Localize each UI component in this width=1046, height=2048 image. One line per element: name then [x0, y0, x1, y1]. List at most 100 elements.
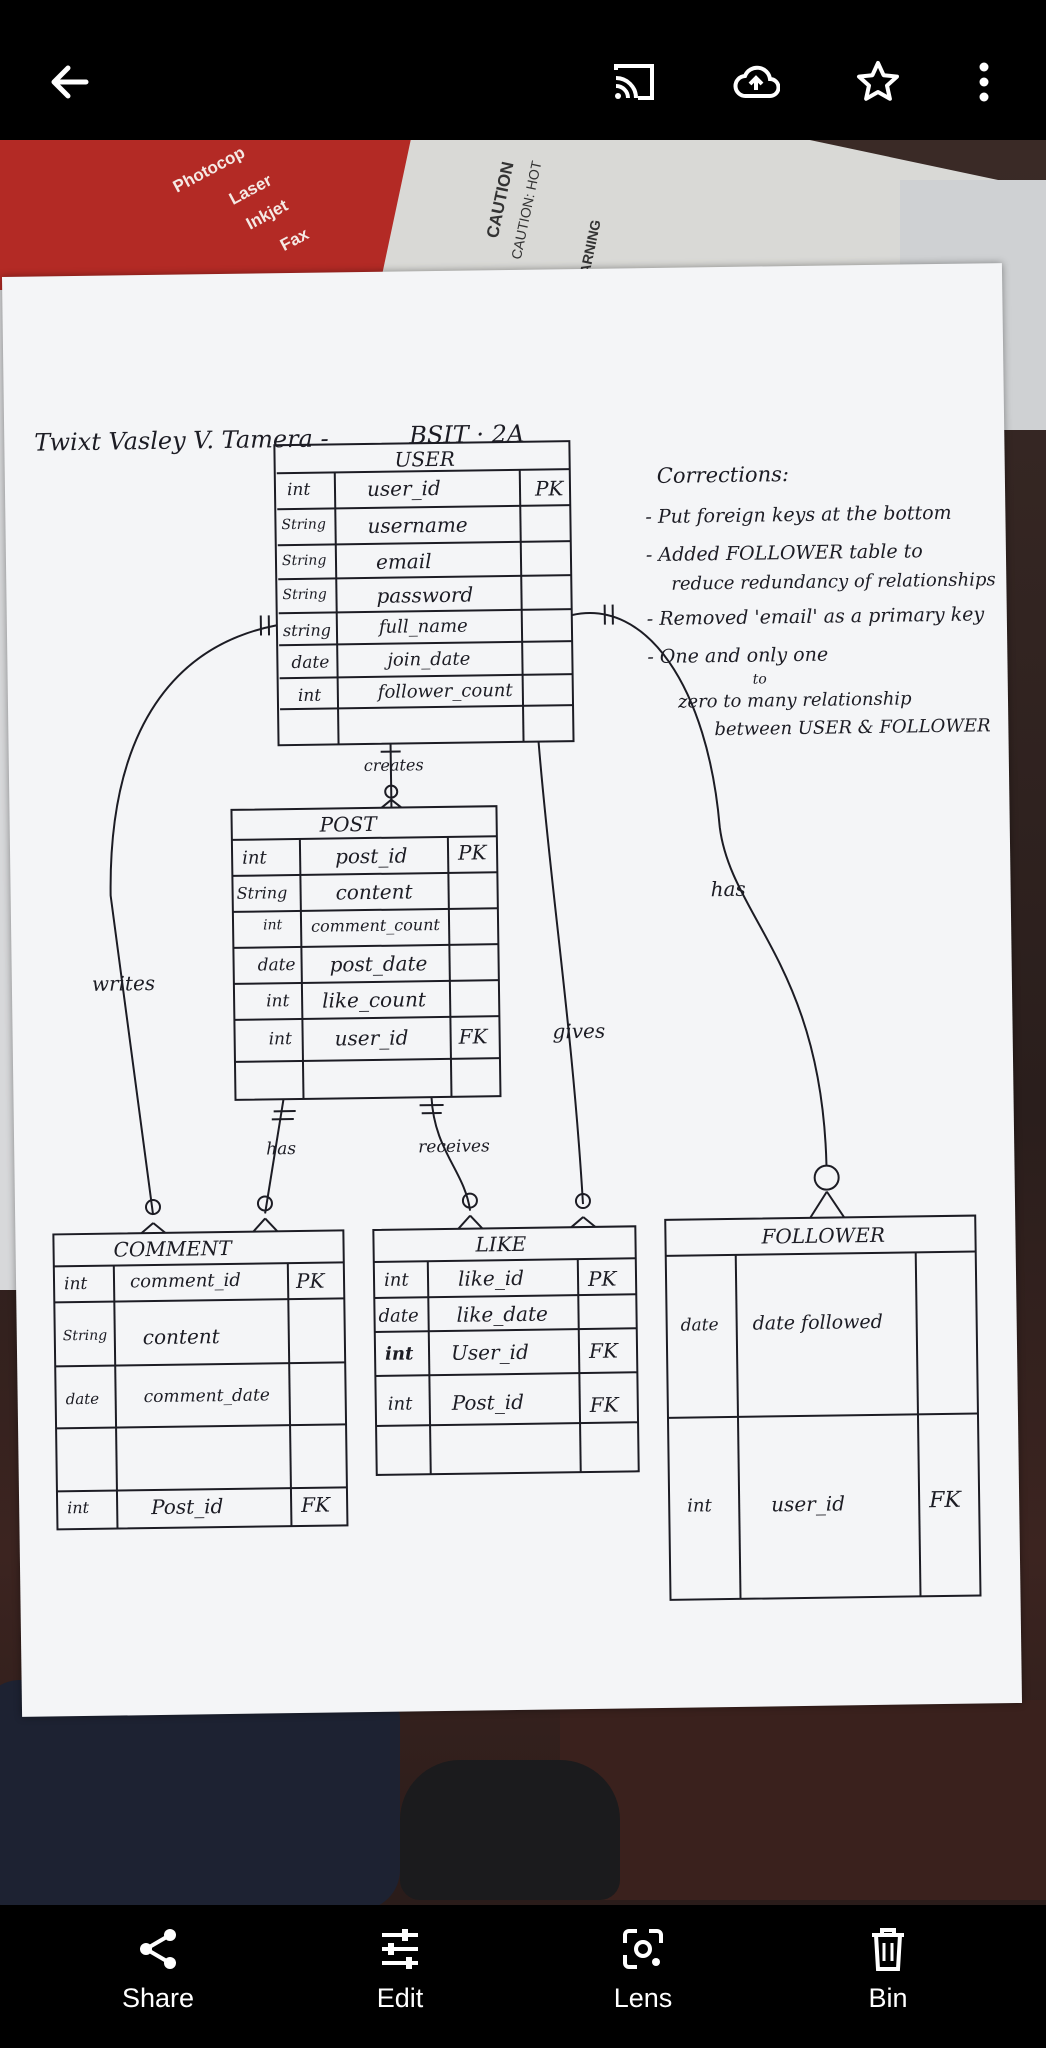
correction-line: - Removed 'email' as a primary key: [646, 603, 985, 631]
student-name: Twixt Vasley V. Tamera -: [34, 424, 329, 457]
field-name: follower_count: [377, 679, 513, 703]
entity-title-like: LIKE: [475, 1231, 527, 1257]
corrections-title: Corrections:: [656, 462, 790, 488]
field-name: content: [335, 879, 413, 905]
field-key: FK: [458, 1024, 488, 1049]
field-name: user_id: [771, 1491, 846, 1517]
cast-icon[interactable]: [604, 52, 664, 112]
field-name: email: [375, 549, 432, 574]
field-type: String: [282, 586, 327, 604]
field-type: int: [262, 917, 283, 934]
cloud-upload-icon[interactable]: [726, 52, 786, 112]
star-outline-icon[interactable]: [848, 52, 908, 112]
erd-paper: Twixt Vasley V. Tamera - BSIT · 2A Corre…: [1, 263, 1023, 1717]
field-type: int: [268, 1029, 293, 1050]
field-name: post_date: [329, 951, 428, 977]
field-type: date: [378, 1305, 419, 1327]
bottom-action-bar: Share Edit Lens Bin: [0, 1905, 1046, 2048]
relationship-label: has: [710, 876, 746, 902]
field-name: comment_count: [310, 915, 440, 936]
sliders-icon: [382, 1929, 418, 1969]
background-shoe: [400, 1760, 620, 1900]
field-type: int: [387, 1393, 413, 1415]
field-name: username: [367, 512, 468, 538]
floor: [560, 1700, 1046, 1900]
relationship-label: writes: [91, 970, 156, 996]
field-type: int: [297, 685, 322, 706]
field-key: FK: [928, 1487, 962, 1514]
field-type: int: [63, 1273, 88, 1295]
bin-button[interactable]: Bin: [808, 1925, 968, 2035]
edit-button[interactable]: Edit: [320, 1925, 480, 2035]
field-name: date followed: [752, 1310, 883, 1335]
field-type: int: [67, 1497, 90, 1518]
field-type: int: [265, 991, 290, 1012]
entity-title-post: POST: [319, 811, 377, 837]
relationship-label: creates: [363, 755, 424, 776]
field-name: like_id: [457, 1265, 525, 1291]
field-name: comment_date: [143, 1385, 271, 1408]
field-name: content: [142, 1324, 220, 1350]
field-type: String: [236, 883, 288, 903]
background-clothing: [0, 1680, 400, 1905]
correction-line: to: [752, 671, 767, 688]
field-type: int: [241, 847, 267, 869]
field-key: PK: [295, 1268, 325, 1294]
field-type: int: [384, 1343, 414, 1365]
field-type: date: [680, 1315, 719, 1336]
trash-icon: [872, 1928, 904, 1971]
field-type: String: [62, 1327, 108, 1345]
field-name: like_count: [321, 987, 427, 1013]
field-key: PK: [534, 476, 564, 501]
field-type: date: [65, 1389, 100, 1409]
field-type: date: [257, 955, 296, 976]
entity-title-follower: FOLLOWER: [761, 1222, 886, 1249]
field-name: Post_id: [451, 1389, 525, 1415]
field-name: user_id: [366, 475, 441, 501]
edit-label: Edit: [376, 1983, 424, 2013]
field-name: join_date: [387, 648, 471, 671]
field-name: full_name: [378, 615, 468, 638]
field-name: post_id: [334, 843, 408, 869]
field-type: int: [286, 479, 311, 501]
relationship-label: gives: [552, 1018, 606, 1044]
field-key: PK: [587, 1266, 617, 1291]
field-name: like_date: [456, 1301, 549, 1327]
field-name: password: [376, 582, 474, 608]
field-type: String: [281, 552, 327, 570]
share-icon: [140, 1929, 176, 1969]
photo-view[interactable]: Photocop Laser Inkjet Fax CAUTION CAUTIO…: [0, 140, 1046, 1905]
field-type: date: [291, 652, 330, 674]
field-key: FK: [301, 1492, 331, 1517]
field-type: int: [383, 1269, 409, 1291]
field-key: FK: [588, 1338, 619, 1363]
field-type: int: [687, 1495, 712, 1517]
entity-title-comment: COMMENT: [113, 1235, 232, 1262]
lens-icon: [623, 1929, 663, 1969]
relationship-label: receives: [418, 1136, 490, 1158]
bin-label: Bin: [868, 1983, 908, 2013]
field-name: Post_id: [151, 1494, 224, 1520]
correction-line: zero to many relationship: [677, 688, 912, 713]
correction-line: - One and only one: [647, 643, 829, 669]
field-type: string: [282, 620, 332, 641]
lens-button[interactable]: Lens: [563, 1925, 723, 2035]
erd-diagram-lines: [52, 440, 982, 1601]
correction-line: between USER & FOLLOWER: [714, 715, 991, 741]
field-name: comment_id: [129, 1269, 241, 1293]
field-name: User_id: [450, 1339, 529, 1365]
top-app-bar: [0, 0, 1046, 140]
arrow-left-icon[interactable]: [40, 52, 100, 112]
lens-label: Lens: [613, 1983, 673, 2013]
share-button[interactable]: Share: [78, 1925, 238, 2035]
field-key: FK: [589, 1392, 619, 1417]
share-label: Share: [121, 1983, 195, 2013]
correction-line: - Put foreign keys at the bottom: [645, 501, 952, 529]
correction-line: - Added FOLLOWER table to: [645, 540, 923, 567]
entity-title-user: USER: [394, 446, 455, 472]
field-type: String: [281, 516, 326, 534]
field-name: user_id: [334, 1025, 409, 1051]
section-label: BSIT · 2A: [409, 419, 525, 450]
more-vertical-icon[interactable]: [954, 52, 1014, 112]
relationship-label: has: [266, 1139, 297, 1160]
